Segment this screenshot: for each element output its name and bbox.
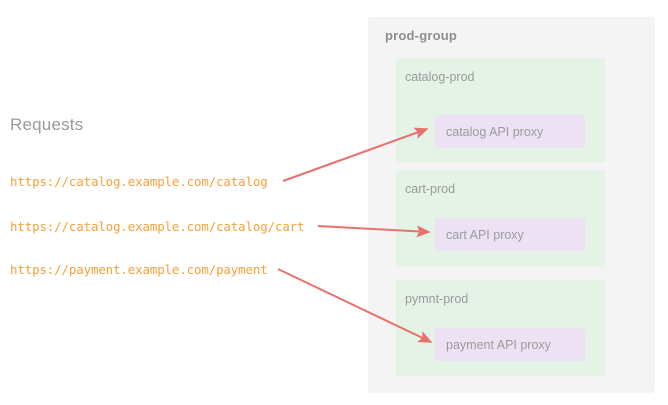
- environment-label-catalog-prod: catalog-prod: [405, 70, 475, 84]
- environment-box-catalog-prod: catalog-prod catalog API proxy: [396, 58, 605, 162]
- environment-box-pymnt-prod: pymnt-prod payment API proxy: [396, 280, 605, 376]
- request-url-catalog-cart: https://catalog.example.com/catalog/cart: [10, 219, 305, 234]
- prod-group-title: prod-group: [385, 28, 458, 43]
- request-url-payment: https://payment.example.com/payment: [10, 262, 268, 277]
- prod-group-panel: prod-group catalog-prod catalog API prox…: [368, 17, 655, 393]
- proxy-box-payment-api-proxy: payment API proxy: [435, 328, 585, 361]
- environment-label-pymnt-prod: pymnt-prod: [405, 292, 469, 306]
- environment-box-cart-prod: cart-prod cart API proxy: [396, 170, 605, 267]
- proxy-box-cart-api-proxy: cart API proxy: [435, 218, 585, 251]
- request-url-catalog: https://catalog.example.com/catalog: [10, 174, 268, 189]
- proxy-box-catalog-api-proxy: catalog API proxy: [435, 115, 585, 148]
- proxy-label-payment-api-proxy: payment API proxy: [446, 337, 551, 352]
- environment-label-cart-prod: cart-prod: [405, 182, 456, 196]
- requests-section: Requests https://catalog.example.com/cat…: [10, 115, 305, 277]
- proxy-label-catalog-api-proxy: catalog API proxy: [446, 124, 544, 139]
- requests-heading: Requests: [10, 115, 84, 134]
- proxy-label-cart-api-proxy: cart API proxy: [446, 227, 524, 242]
